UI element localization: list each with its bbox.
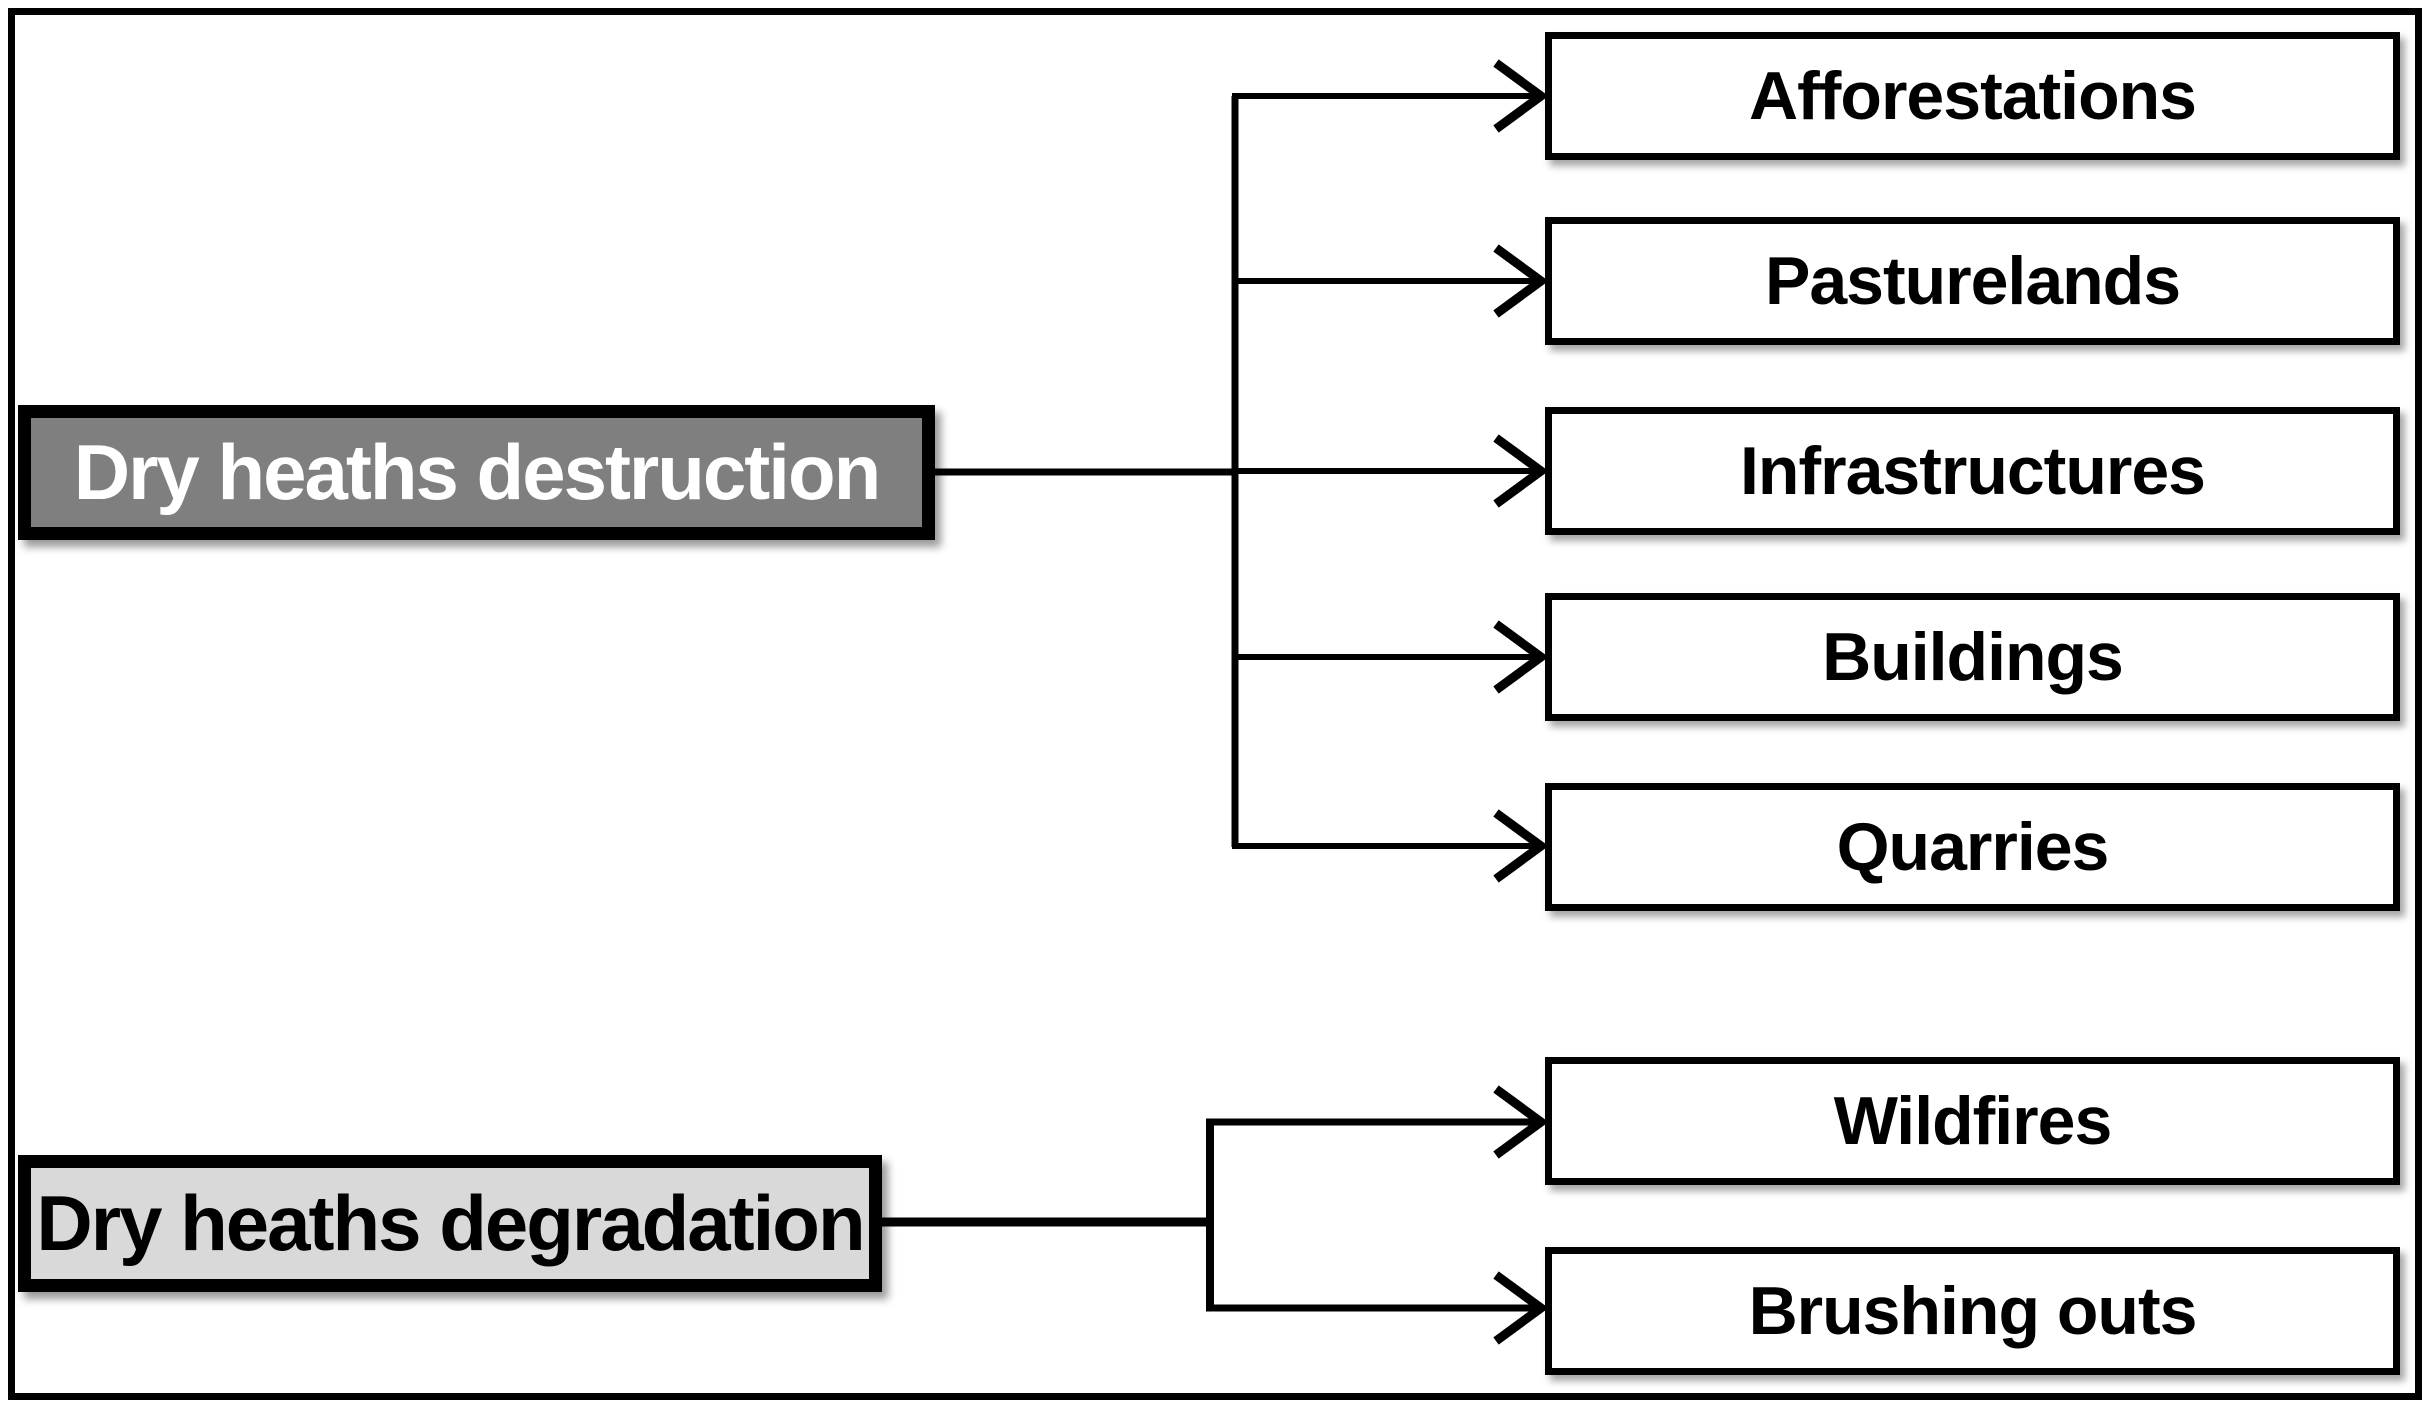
node-pasturelands: Pasturelands bbox=[1545, 217, 2400, 345]
node-label: Dry heaths degradation bbox=[36, 1179, 865, 1267]
arrowhead-icon bbox=[1493, 809, 1549, 883]
diagram-border bbox=[8, 8, 2422, 1400]
arrowhead-icon bbox=[1493, 244, 1549, 318]
degradation-connectors bbox=[882, 1085, 1549, 1345]
node-buildings: Buildings bbox=[1545, 593, 2400, 721]
arrowhead-icon bbox=[1493, 620, 1549, 694]
node-afforestations: Afforestations bbox=[1545, 32, 2400, 160]
arrowhead-icon bbox=[1493, 59, 1549, 133]
node-brushing-outs: Brushing outs bbox=[1545, 1247, 2400, 1375]
node-label: Buildings bbox=[1822, 619, 2124, 695]
node-infrastructures: Infrastructures bbox=[1545, 407, 2400, 535]
node-quarries: Quarries bbox=[1545, 783, 2400, 911]
arrowhead-icon bbox=[1493, 1271, 1549, 1345]
node-label: Brushing outs bbox=[1748, 1273, 2198, 1349]
node-label: Infrastructures bbox=[1740, 433, 2206, 509]
node-label: Dry heaths destruction bbox=[73, 428, 882, 516]
node-label: Quarries bbox=[1836, 809, 2110, 885]
node-label: Afforestations bbox=[1749, 58, 2197, 134]
node-wildfires: Wildfires bbox=[1545, 1057, 2400, 1185]
arrowhead-icon bbox=[1493, 434, 1549, 508]
node-label: Pasturelands bbox=[1764, 243, 2181, 319]
arrowhead-icon bbox=[1493, 1085, 1549, 1159]
node-dry-heaths-destruction: Dry heaths destruction bbox=[18, 405, 935, 540]
node-dry-heaths-degradation: Dry heaths degradation bbox=[18, 1155, 882, 1292]
node-label: Wildfires bbox=[1833, 1083, 2113, 1159]
destruction-connectors bbox=[935, 59, 1549, 883]
